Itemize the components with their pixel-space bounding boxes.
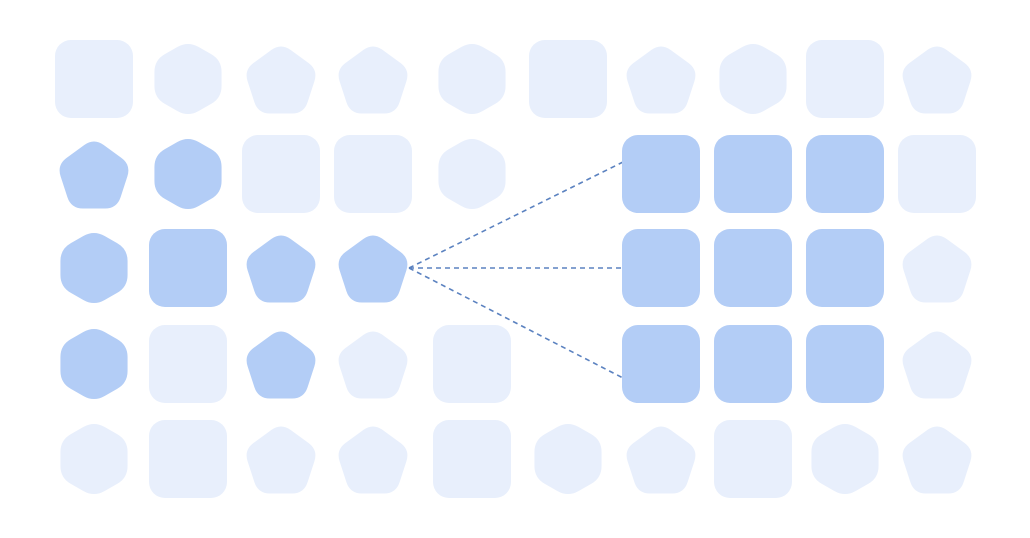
faded-hexagon-r1-c2 [154, 43, 222, 115]
faded-pentagon-r5-c4 [338, 426, 408, 494]
faded-hexagon-r5-c9 [811, 423, 879, 495]
shape-layer [55, 40, 976, 498]
highlight-square-r4-c9 [806, 325, 884, 403]
faded-square-r2-c10 [898, 135, 976, 213]
faded-pentagon-r1-c4 [338, 46, 408, 114]
highlight-square-r2-c9 [806, 135, 884, 213]
faded-pentagon-r5-c3 [246, 426, 316, 494]
highlight-square-r3-c9 [806, 229, 884, 307]
connector-line-3 [408, 267, 624, 379]
faded-pentagon-r5-c7 [626, 426, 696, 494]
highlight-square-r2-c8 [714, 135, 792, 213]
highlight-hexagon-r3-c1 [60, 232, 128, 304]
highlight-hexagon-r2-c2 [154, 138, 222, 210]
faded-square-r2-c3 [242, 135, 320, 213]
faded-hexagon-r1-c5 [438, 43, 506, 115]
faded-hexagon-r2-c5 [438, 138, 506, 210]
faded-square-r4-c5 [433, 325, 511, 403]
highlight-pentagon-r4-c3 [246, 331, 316, 399]
faded-hexagon-r5-c1 [60, 423, 128, 495]
faded-pentagon-r1-c7 [626, 46, 696, 114]
connector-layer [408, 161, 624, 379]
highlight-hexagon-r4-c1 [60, 328, 128, 400]
faded-square-r5-c5 [433, 420, 511, 498]
highlight-square-r4-c8 [714, 325, 792, 403]
faded-square-r1-c9 [806, 40, 884, 118]
highlight-square-r2-c7 [622, 135, 700, 213]
faded-hexagon-r1-c8 [719, 43, 787, 115]
faded-hexagon-r5-c6 [534, 423, 602, 495]
faded-pentagon-r1-c3 [246, 46, 316, 114]
faded-square-r1-c6 [529, 40, 607, 118]
faded-square-r5-c8 [714, 420, 792, 498]
highlight-pentagon-r3-c3 [246, 235, 316, 303]
highlight-pentagon-r2-c1 [59, 141, 129, 209]
faded-pentagon-r4-c10 [902, 331, 972, 399]
highlight-square-r4-c7 [622, 325, 700, 403]
faded-square-r1-c1 [55, 40, 133, 118]
faded-square-r2-c4 [334, 135, 412, 213]
highlight-square-r3-c7 [622, 229, 700, 307]
faded-pentagon-r1-c10 [902, 46, 972, 114]
faded-square-r4-c2 [149, 325, 227, 403]
highlight-square-r3-c2 [149, 229, 227, 307]
faded-pentagon-r3-c10 [902, 235, 972, 303]
faded-square-r5-c2 [149, 420, 227, 498]
faded-pentagon-r4-c4 [338, 331, 408, 399]
highlight-pentagon-r3-c4 [338, 235, 408, 303]
faded-pentagon-r5-c10 [902, 426, 972, 494]
connector-line-1 [408, 161, 624, 269]
highlight-square-r3-c8 [714, 229, 792, 307]
